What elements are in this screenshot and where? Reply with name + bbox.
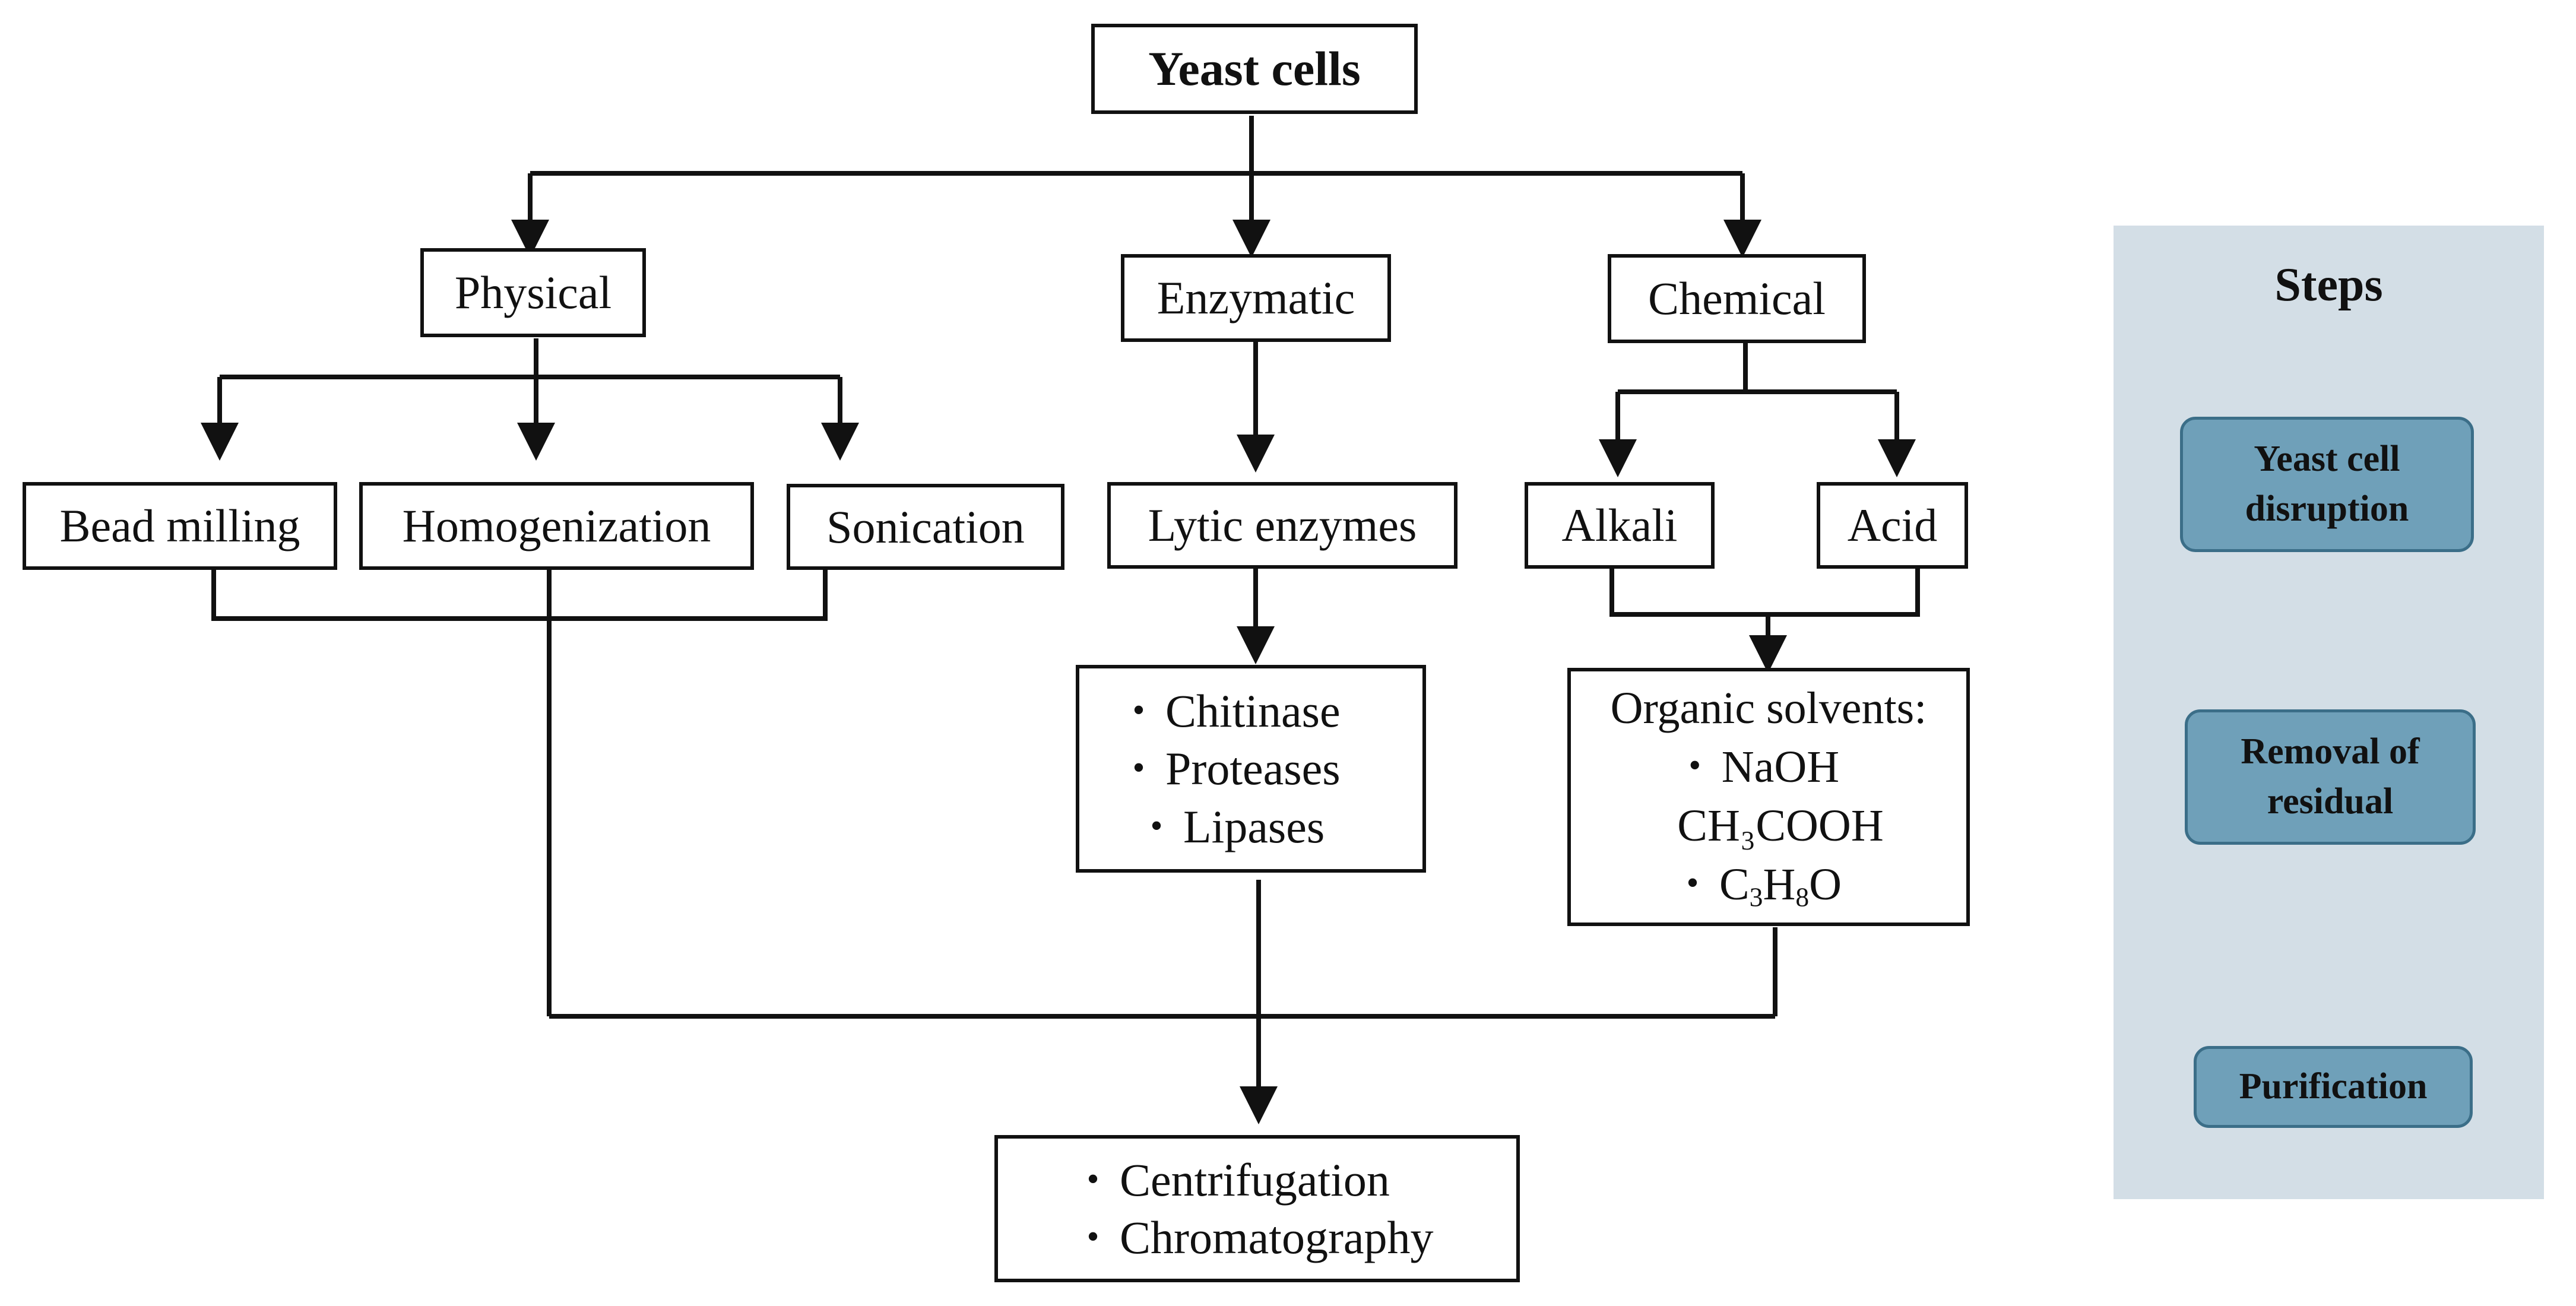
method-bead-milling: Bead milling — [23, 482, 337, 570]
category-chemical: Chemical — [1608, 254, 1866, 343]
connector-chemical-merge — [1609, 569, 1920, 617]
purification-centrifugation: Centrifugation — [1066, 1151, 1390, 1209]
solvent-acetic-acid: CH₃COOH — [1677, 801, 1884, 851]
enzyme-list: Chitinase Proteases Lipases — [1076, 665, 1426, 873]
solvents-title: Organic solvents: — [1610, 683, 1927, 734]
step-yeast-cell-disruption: Yeast cell disruption — [2180, 417, 2474, 552]
method-alkali: Alkali — [1525, 482, 1715, 569]
solvents-box: Organic solvents: NaOH CH₃COOH C3H8O — [1567, 668, 1970, 926]
enzyme-proteases: Proteases — [1112, 740, 1341, 798]
category-enzymatic: Enzymatic — [1121, 254, 1391, 342]
purification-box: Centrifugation Chromatography — [994, 1135, 1520, 1282]
step-removal-of-residual: Removal of residual — [2185, 709, 2476, 845]
enzyme-chitinase: Chitinase — [1112, 682, 1341, 740]
purification-chromatography: Chromatography — [1066, 1209, 1434, 1267]
category-physical: Physical — [420, 248, 646, 337]
method-lytic-enzymes: Lytic enzymes — [1107, 482, 1457, 569]
solvent-c3h8o: C3H8O — [1666, 855, 1842, 915]
step-purification: Purification — [2194, 1046, 2473, 1128]
root-node: Yeast cells — [1091, 24, 1418, 114]
solvent-naoh: NaOH — [1668, 738, 1839, 797]
method-homogenization: Homogenization — [359, 482, 754, 570]
method-sonication: Sonication — [787, 484, 1064, 570]
method-acid: Acid — [1817, 482, 1968, 569]
connector-physical-merge — [211, 569, 828, 621]
enzyme-lipases: Lipases — [1112, 798, 1325, 856]
steps-title: Steps — [2274, 259, 2383, 311]
